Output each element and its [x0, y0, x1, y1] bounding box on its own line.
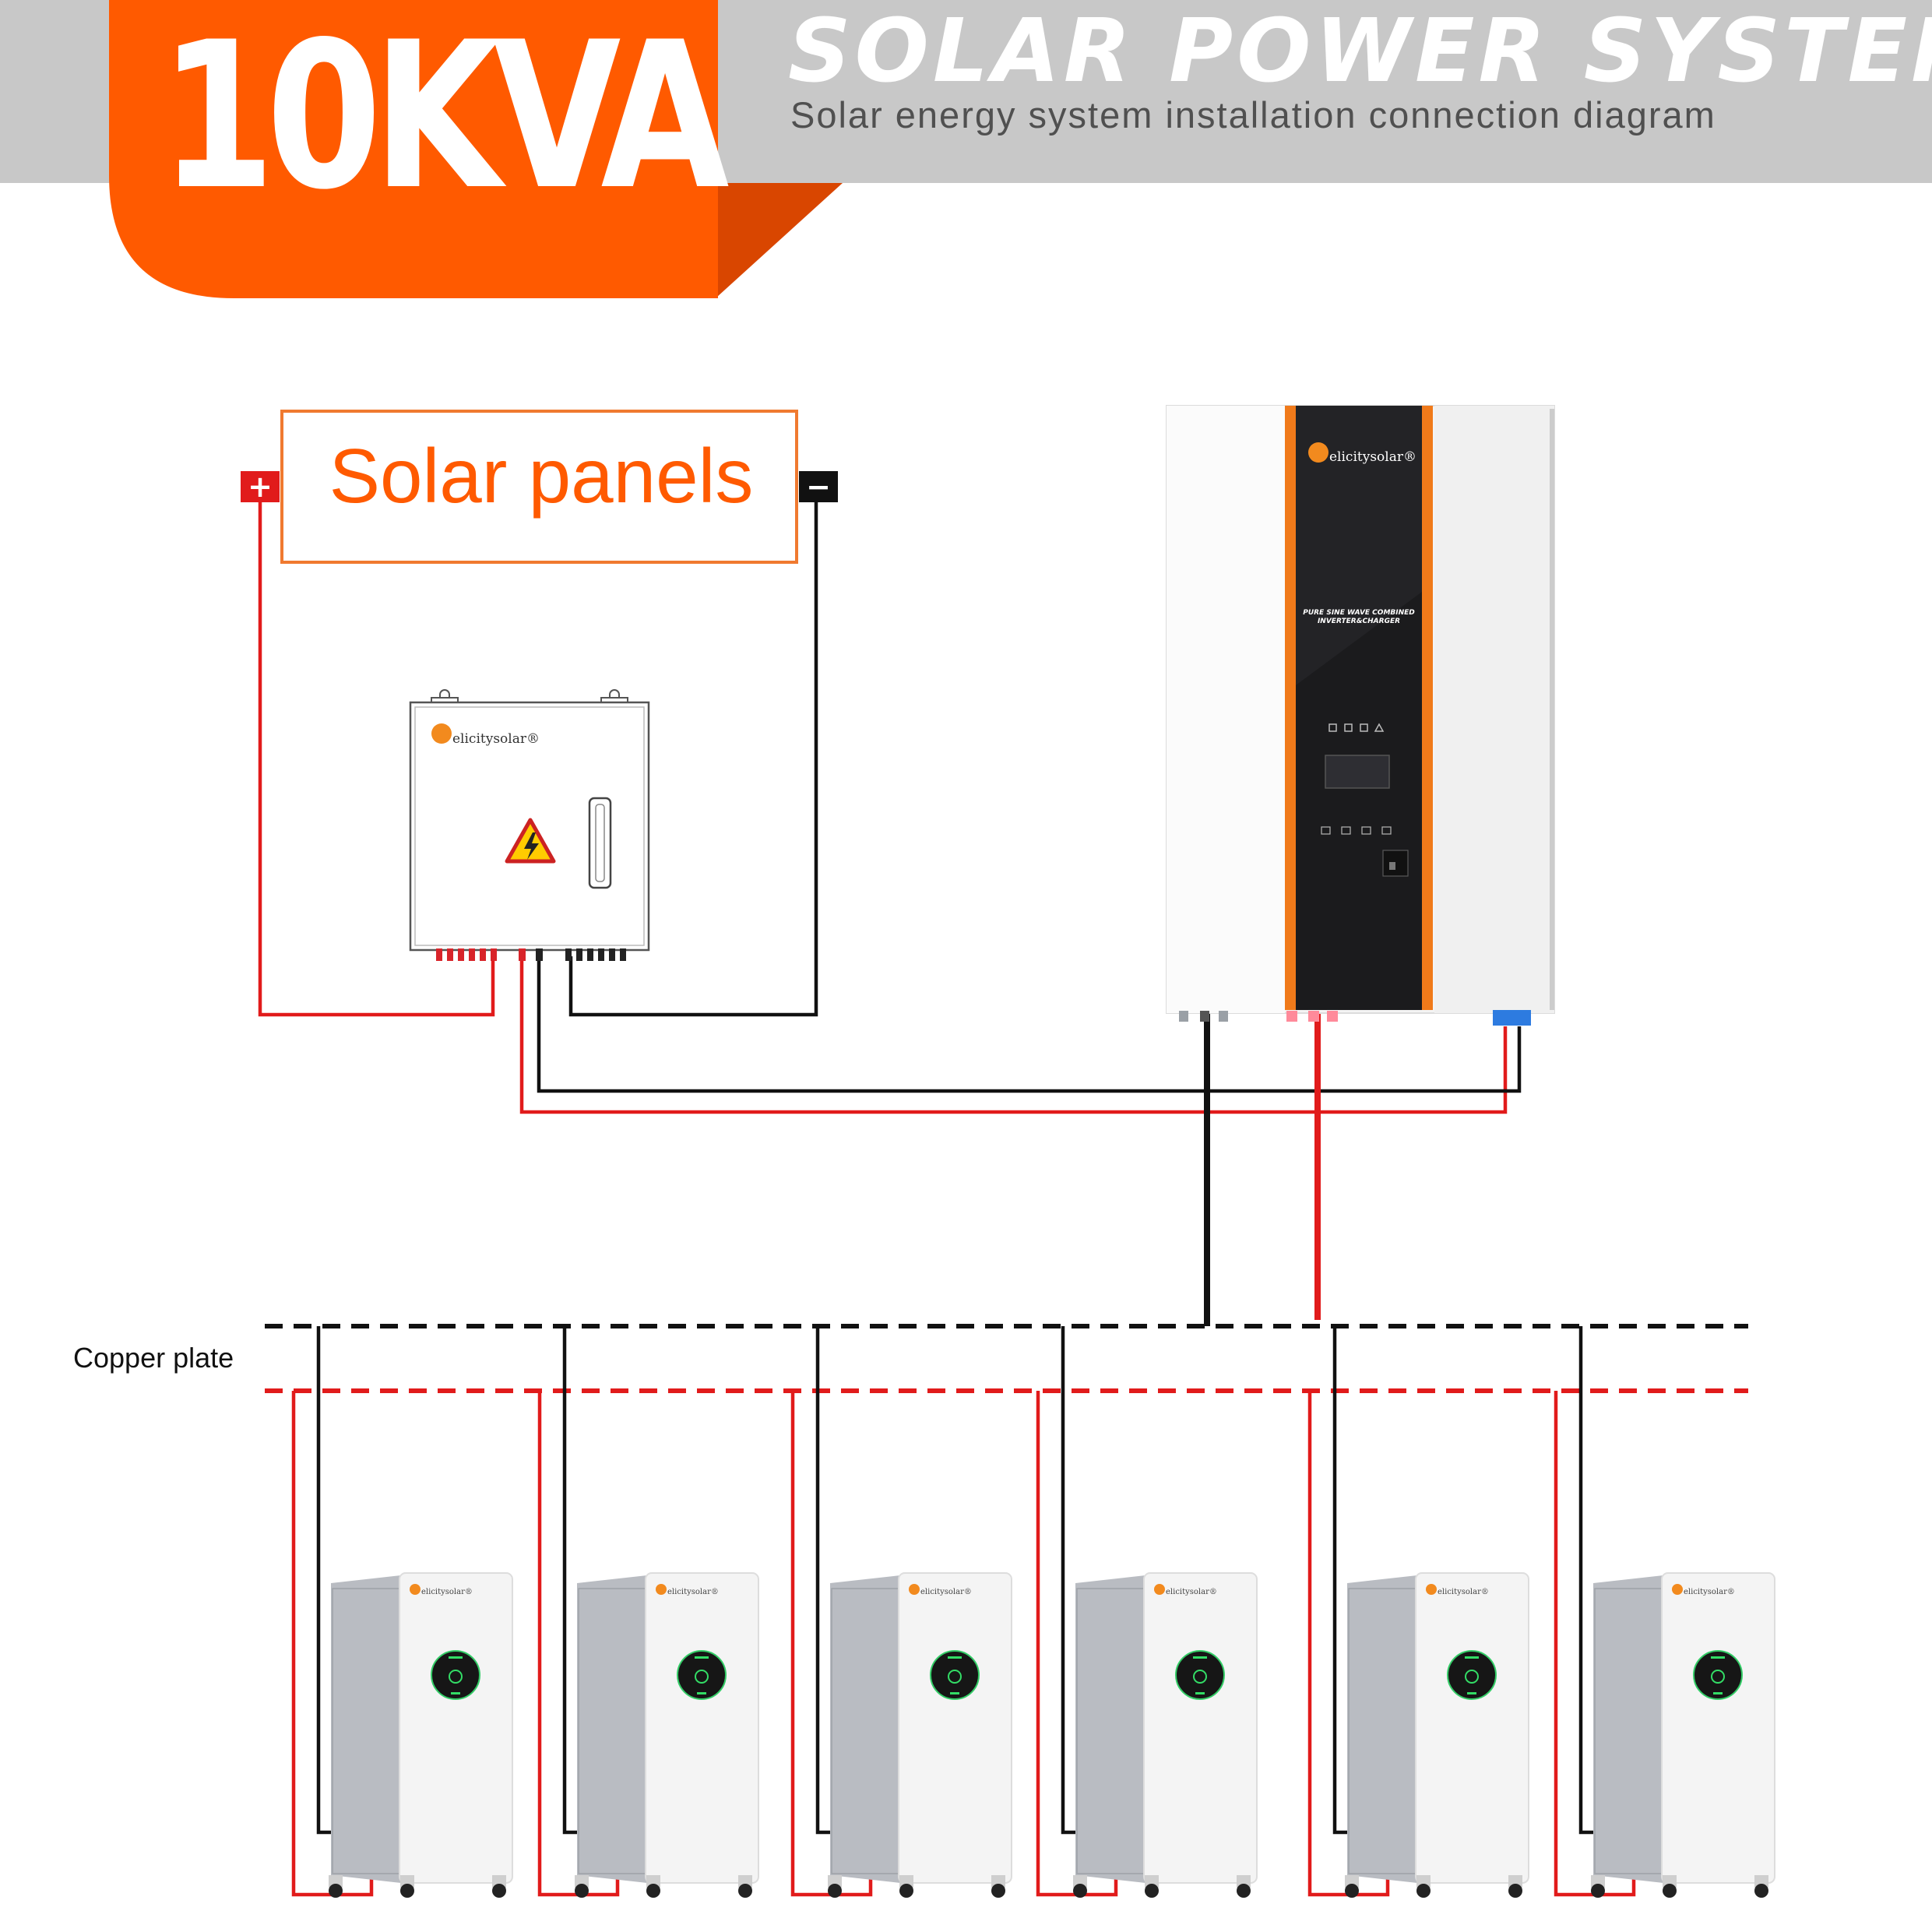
inverter-status-icons — [1328, 723, 1385, 732]
battery-display-icon — [930, 1650, 980, 1700]
header-badge-text: 10KVA — [160, 0, 730, 234]
battery-wheel — [329, 1884, 343, 1898]
battery-wheel — [991, 1884, 1005, 1898]
inverter-model-line2: INVERTER&CHARGER — [1318, 618, 1400, 625]
combiner-handle — [588, 797, 612, 889]
battery-wheel — [492, 1884, 506, 1898]
battery-side — [577, 1575, 647, 1883]
battery-wheel — [575, 1884, 589, 1898]
battery-brand-logo-icon — [656, 1584, 667, 1595]
battery-brand: elicitysolar® — [1166, 1588, 1217, 1596]
battery-side — [1075, 1575, 1145, 1883]
battery-front — [1415, 1572, 1529, 1884]
copper-plate-label: Copper plate — [73, 1342, 234, 1374]
battery-brand: elicitysolar® — [1684, 1588, 1735, 1596]
battery-unit: elicitysolar® — [790, 1326, 1012, 1898]
battery-front — [1143, 1572, 1258, 1884]
battery-wheel — [1663, 1884, 1677, 1898]
combiner-positive-wire — [519, 956, 1508, 1114]
header-badge-shadow — [716, 183, 843, 297]
battery-brand: elicitysolar® — [667, 1588, 719, 1596]
battery-unit: elicitysolar® — [1036, 1326, 1258, 1898]
combiner-input-connectors — [436, 948, 626, 961]
battery-unit: elicitysolar® — [1554, 1326, 1775, 1898]
battery-wheel — [738, 1884, 752, 1898]
battery-wheel — [1416, 1884, 1431, 1898]
battery-negative-wire — [1061, 1326, 1075, 1835]
battery-brand-logo-icon — [1426, 1584, 1437, 1595]
battery-unit: elicitysolar® — [291, 1326, 513, 1898]
inverter-bottom-connectors — [1179, 1010, 1531, 1026]
solar-panels-box — [280, 410, 798, 564]
negative-symbol: − — [806, 470, 831, 504]
battery-side — [830, 1575, 900, 1883]
battery-brand: elicitysolar® — [920, 1588, 972, 1596]
page-subtitle: Solar energy system installation connect… — [790, 94, 1716, 135]
combiner-box: elicitysolar® — [409, 689, 650, 961]
combiner-brand: elicitysolar® — [452, 731, 540, 747]
solar-panels-label: Solar panels — [329, 433, 754, 519]
battery-wheel — [400, 1884, 414, 1898]
battery-unit: elicitysolar® — [1307, 1326, 1529, 1898]
battery-wheel — [646, 1884, 660, 1898]
inverter-lcd-screen — [1325, 755, 1390, 789]
battery-wheel — [1508, 1884, 1522, 1898]
battery-brand: elicitysolar® — [1438, 1588, 1489, 1596]
battery-brand-logo-icon — [909, 1584, 920, 1595]
battery-unit: elicitysolar® — [537, 1326, 759, 1898]
combiner-negative-wire — [537, 956, 1522, 1093]
battery-side — [1347, 1575, 1417, 1883]
inverter-model: PURE SINE WAVE COMBINED — [1303, 609, 1415, 617]
battery-wheel — [1073, 1884, 1087, 1898]
battery-wheel — [1591, 1884, 1605, 1898]
battery-wheel — [1345, 1884, 1359, 1898]
battery-brand-logo-icon — [1672, 1584, 1683, 1595]
battery-front — [399, 1572, 513, 1884]
battery-wheel — [1237, 1884, 1251, 1898]
battery-negative-wire — [1332, 1326, 1347, 1835]
battery-brand: elicitysolar® — [421, 1588, 473, 1596]
battery-bank: elicitysolar® elicitysolar® elicitysolar® e… — [291, 1326, 1775, 1898]
battery-wheel — [828, 1884, 842, 1898]
battery-display-icon — [1447, 1650, 1497, 1700]
battery-brand-logo-icon — [410, 1584, 421, 1595]
battery-front — [645, 1572, 759, 1884]
battery-front — [898, 1572, 1012, 1884]
battery-display-icon — [1175, 1650, 1225, 1700]
battery-wheel — [899, 1884, 913, 1898]
battery-display-icon — [1693, 1650, 1743, 1700]
negative-terminal — [799, 471, 838, 502]
battery-negative-wire — [316, 1326, 331, 1835]
inverter: elicitysolar® PURE SINE WAVE COMBINED IN… — [1166, 405, 1555, 1026]
combiner-brand-logo-icon — [431, 723, 452, 744]
battery-negative-wire — [815, 1326, 830, 1835]
positive-symbol: + — [248, 470, 273, 504]
battery-wheel — [1145, 1884, 1159, 1898]
battery-side — [331, 1575, 401, 1883]
battery-display-icon — [431, 1650, 480, 1700]
battery-negative-wire — [562, 1326, 577, 1835]
inverter-buttons — [1321, 826, 1392, 835]
page-title: SOLAR POWER SYSTEM — [788, 1, 1932, 102]
positive-terminal — [241, 471, 280, 502]
battery-negative-wire — [1578, 1326, 1593, 1835]
battery-front — [1661, 1572, 1775, 1884]
inverter-brand: elicitysolar® — [1329, 449, 1416, 465]
panel-negative-wire — [568, 502, 818, 1017]
battery-side — [1593, 1575, 1663, 1883]
header-badge — [109, 0, 718, 298]
battery-brand-logo-icon — [1154, 1584, 1165, 1595]
panel-positive-wire — [258, 502, 495, 1017]
high-voltage-warning-icon — [505, 818, 556, 864]
battery-display-icon — [677, 1650, 727, 1700]
inverter-brand-logo-icon — [1308, 442, 1328, 463]
battery-wheel — [1754, 1884, 1768, 1898]
